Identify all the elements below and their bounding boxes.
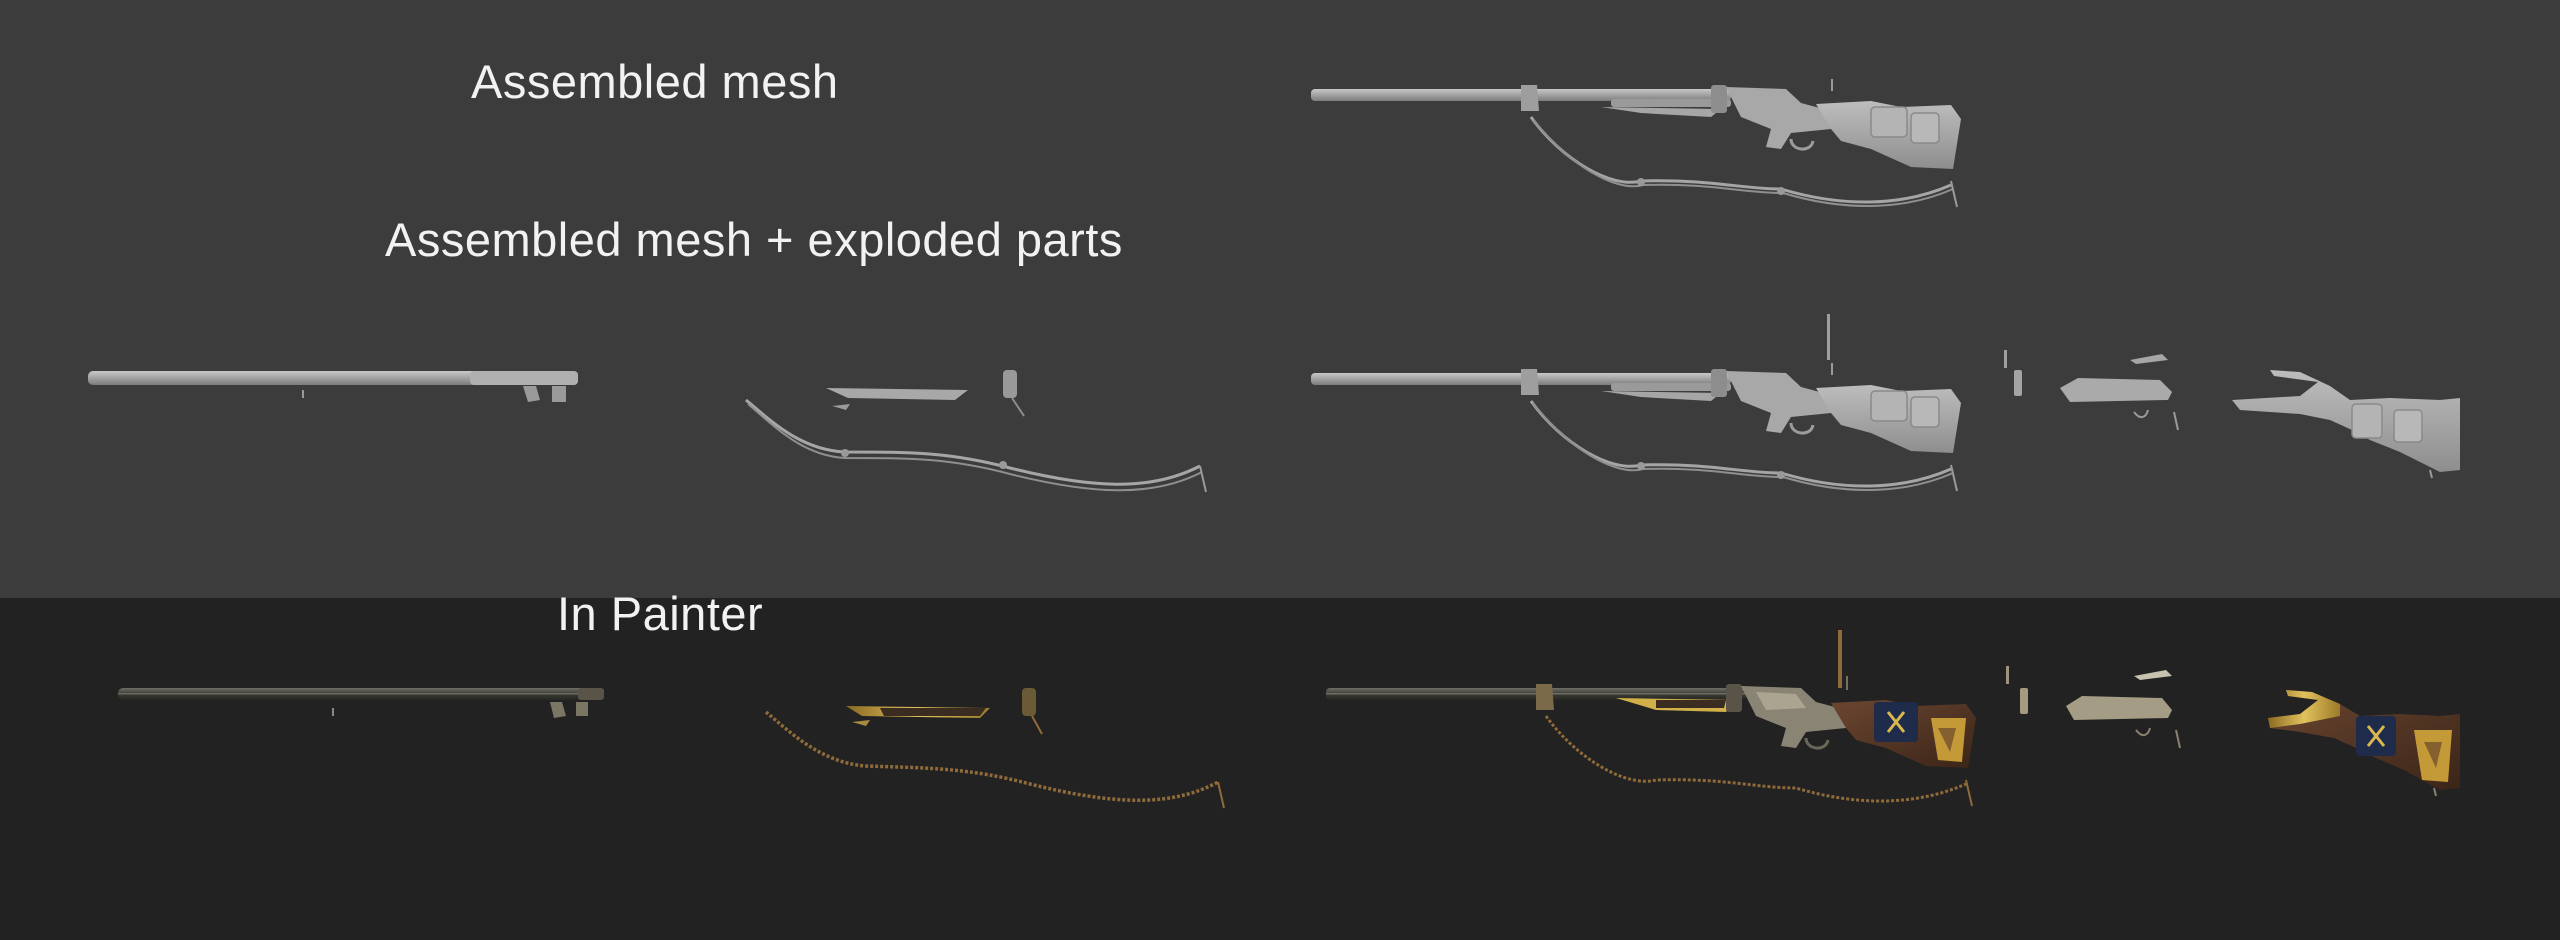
exploded-barrel-gray (88, 371, 578, 402)
label-assembled-mesh: Assembled mesh (471, 55, 839, 108)
painted-assembled-rifle (1324, 674, 1978, 808)
assembled-rifle-with-parts-gray (1309, 361, 1963, 493)
exploded-lock-parts-gray (2004, 350, 2179, 431)
bottom-panel-painter (0, 598, 2560, 940)
ramrod-part-gray (1827, 314, 1830, 360)
assembled-rifle-mesh (1309, 77, 1963, 209)
painted-lock-parts (2006, 666, 2181, 749)
ramrod-part-painted (1838, 630, 1842, 688)
exploded-stock-gray (2232, 370, 2460, 479)
painted-barrel (118, 688, 604, 718)
exploded-sling-gray (745, 370, 1207, 493)
painted-sling-and-bayonet (764, 688, 1225, 809)
top-panel-gray-mesh (0, 0, 2560, 598)
painted-stock (2268, 690, 2460, 797)
label-assembled-mesh-exploded-parts: Assembled mesh + exploded parts (385, 213, 1123, 266)
label-in-painter: In Painter (557, 587, 764, 640)
